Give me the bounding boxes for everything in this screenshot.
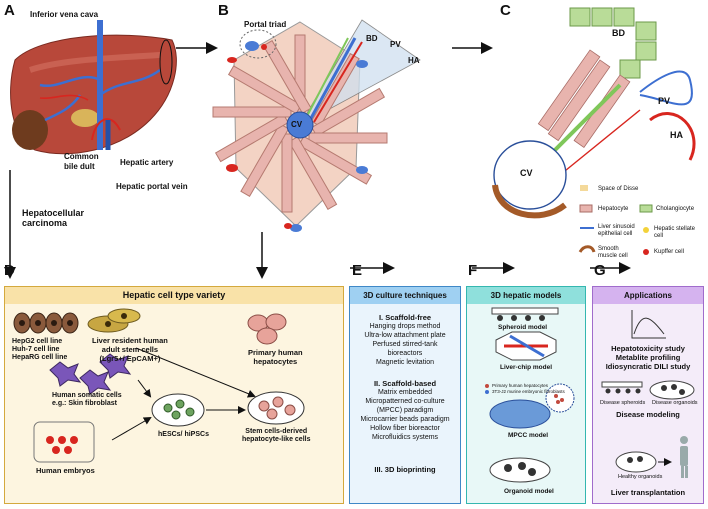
technique-item: Magnetic levitation <box>376 359 434 366</box>
stem-derived-label: Stem cells-derived hepatocyte-like cells <box>242 428 311 443</box>
healthy-organoids-label: Healthy organoids <box>618 474 663 480</box>
technique-item: bioreactors <box>387 350 423 357</box>
technique-item: Matrix embedded <box>377 389 433 396</box>
panel-d-title: Hepatic cell type variety <box>5 287 343 304</box>
panel-g-letter: G <box>594 262 606 279</box>
liver-transplant-label: Liver transplantation <box>592 488 704 497</box>
hepatic-portal-vein-label: Hepatic portal vein <box>116 182 188 191</box>
legend-kupffer: Kupffer cell <box>654 249 684 255</box>
bd-label-b: BD <box>366 34 378 43</box>
panel-e-title: 3D culture techniques <box>350 287 460 304</box>
technique-item: Hanging drops method <box>369 323 441 330</box>
hcc-label: Hepatocellular carcinoma <box>22 208 85 228</box>
legend-stellate: Hepatic stellate cell <box>654 226 696 239</box>
technique-item: (MPCC) paradigm <box>376 407 434 414</box>
hesc-label: hESCs/ hiPSCs <box>158 431 209 438</box>
disease-modeling-text: Disease modeling <box>616 410 680 419</box>
scaffold-free-heading: I. Scaffold-free <box>378 313 432 322</box>
organoid-model-label: Organoid model <box>504 488 554 495</box>
bd-label-c: BD <box>612 28 625 38</box>
panel-e-letter: E <box>352 262 363 279</box>
common-bile-duct-label: Common bile dult <box>64 152 99 171</box>
somatic-cells-label: Human somatic cells e.g.: Skin fibroblas… <box>52 392 122 407</box>
liver-chip-model-label: Liver-chip model <box>500 364 553 371</box>
disease-spheroids-label: Disease spheroids <box>600 400 646 406</box>
panel-c-letter: C <box>500 2 511 19</box>
technique-item: Perfused stirred-tank <box>372 341 438 348</box>
scaffold-free-list: I. Scaffold-free Hanging drops method Ul… <box>350 313 460 367</box>
technique-item: Hollow fiber bioreactor <box>370 425 440 432</box>
mpcc-legend-2: 3T3-J2 murine embryonic fibroblasts <box>492 389 565 394</box>
cv-label-b: CV <box>291 120 303 129</box>
scaffold-based-heading: II. Scaffold-based <box>373 379 437 388</box>
adult-stem-label: Liver resident human adult stem cells (L… <box>92 336 168 363</box>
metabolite-label: Metablite profiling <box>615 353 681 362</box>
hepatotoxicity-label: Hepatotoxicity study <box>611 344 685 353</box>
bioprinting-list: III. 3D bioprinting <box>350 465 460 474</box>
panel-b-letter: B <box>218 2 229 19</box>
legend-cholangiocyte: Cholangiocyte <box>656 206 695 212</box>
human-embryos-label: Human embryos <box>36 466 95 475</box>
technique-item: Micropatterned co-culture <box>365 398 445 405</box>
panel-f-title: 3D hepatic models <box>467 287 585 304</box>
disease-organoids-label: Disease organoids <box>652 400 698 406</box>
legend-hepatocyte: Hepatocyte <box>598 206 629 212</box>
bioprinting-heading: III. 3D bioprinting <box>374 465 436 474</box>
dili-label: Idiosyncratic DILI study <box>605 362 691 371</box>
panel-f-letter: F <box>468 262 478 279</box>
inferior-vena-cava-label: Inferior vena cava <box>30 10 99 19</box>
legend-space-of-disse: Space of Disse <box>598 186 639 192</box>
mpcc-legend-1: Primary human hepatocytes <box>492 383 549 388</box>
ha-label-c: HA <box>670 130 683 140</box>
pv-label-b: PV <box>390 40 401 49</box>
ha-label-b: HA <box>408 56 420 65</box>
liver-transplant-text: Liver transplantation <box>610 488 686 497</box>
pv-label-c: PV <box>658 96 671 106</box>
cell-lines-label: HepG2 cell line Huh-7 cell line HepaRG c… <box>12 338 68 361</box>
technique-item: Microfluidics systems <box>371 434 439 441</box>
panel-e-box: 3D culture techniques I. Scaffold-free H… <box>349 286 461 504</box>
legend-lsec: Liver sinusoid epithelial cell <box>598 224 635 237</box>
cv-label-c: CV <box>520 168 533 178</box>
spheroid-model-label: Spheroid model <box>498 324 548 331</box>
disease-modeling-label: Disease modeling <box>592 410 704 419</box>
mpcc-model-label: MPCC model <box>508 432 549 439</box>
hepatic-artery-label: Hepatic artery <box>120 158 174 167</box>
scaffold-based-list: II. Scaffold-based Matrix embedded Micro… <box>350 379 460 442</box>
technique-item: Ultra-low attachment plate <box>364 332 446 339</box>
panel-d-letter: D <box>4 262 15 279</box>
application-list: Hepatotoxicity study Metablite profiling… <box>592 344 704 371</box>
panel-a-letter: A <box>4 2 15 19</box>
portal-triad-label: Portal triad <box>244 20 287 29</box>
legend-smooth-muscle: Smooth muscle cell <box>598 246 628 259</box>
panel-g-title: Applications <box>593 287 703 304</box>
primary-hepatocytes-label: Primary human hepatocytes <box>248 348 303 366</box>
technique-item: Microcarrier beads paradigm <box>360 416 450 423</box>
